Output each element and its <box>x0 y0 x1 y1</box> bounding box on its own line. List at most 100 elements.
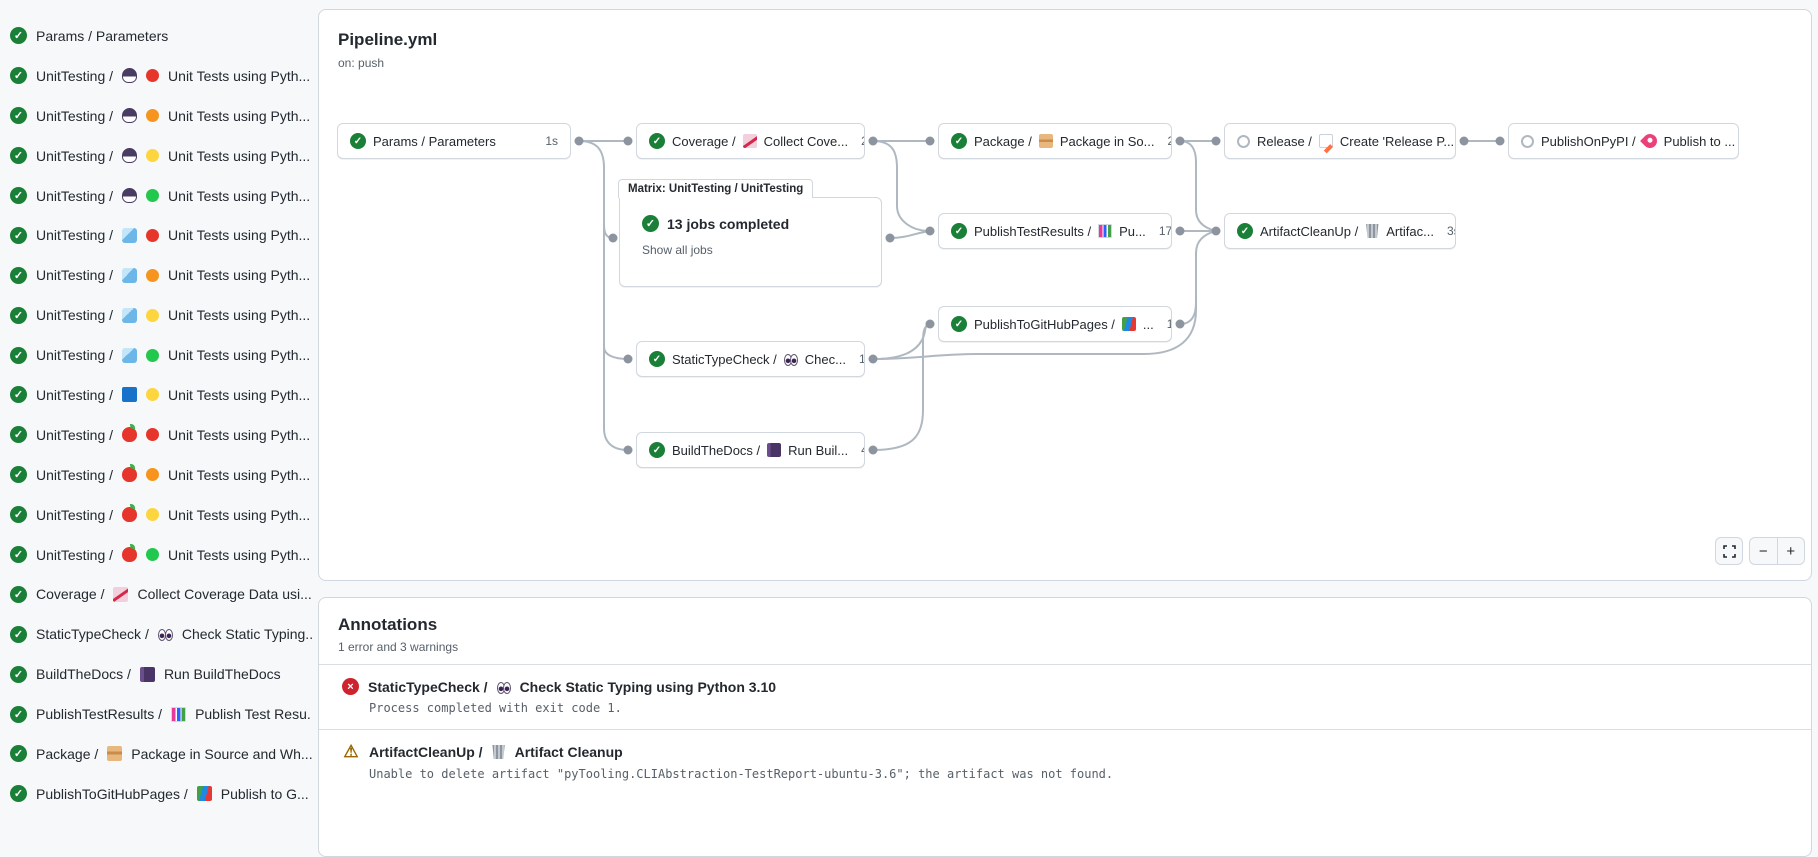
zoom-out-button[interactable]: − <box>1750 538 1778 564</box>
sidebar-job-item[interactable]: ✓UnitTesting /Unit Tests using Pyth... <box>0 335 312 375</box>
graph-node-publishonpypi[interactable]: PublishOnPyPI /Publish to ... <box>1508 123 1739 159</box>
node-duration: 25s <box>1162 134 1172 148</box>
graph-node-package[interactable]: ✓Package /Package in So...25s <box>938 123 1172 159</box>
job-step-label: Unit Tests using Pyth... <box>168 107 311 124</box>
graph-node-publishtestresults[interactable]: ✓PublishTestResults /Pu...17s <box>938 213 1172 249</box>
fullscreen-button[interactable] <box>1715 537 1743 565</box>
node-duration: 13s <box>858 352 865 366</box>
node-step-label: Run Buil... <box>788 442 849 458</box>
sidebar-job-item[interactable]: ✓UnitTesting /Unit Tests using Pyth... <box>0 96 312 136</box>
python-version-dot-icon <box>146 388 160 402</box>
show-all-jobs-link[interactable]: Show all jobs <box>642 243 713 257</box>
sidebar-job-item[interactable]: ✓UnitTesting /Unit Tests using Pyth... <box>0 375 312 415</box>
success-icon: ✓ <box>10 625 27 643</box>
node-duration: 3s <box>1446 224 1455 238</box>
books-icon <box>196 786 212 802</box>
annotation-title-row[interactable]: ⚠ArtifactCleanUp /Artifact Cleanup <box>342 742 1789 761</box>
sidebar-job-item[interactable]: ✓UnitTesting /Unit Tests using Pyth... <box>0 136 312 176</box>
skipped-icon <box>1237 134 1250 148</box>
success-icon: ✓ <box>10 226 27 244</box>
job-name-label: UnitTesting / <box>36 67 114 84</box>
sidebar-job-item[interactable]: ✓ UnitTesting / Unit Tests using Pyth... <box>0 255 312 295</box>
job-name-label: UnitTesting / <box>36 267 114 284</box>
job-name-label: Package / <box>36 745 99 762</box>
skipped-icon <box>1521 134 1534 148</box>
python-version-dot-icon <box>146 548 160 562</box>
sidebar-job-item[interactable]: ✓Params / Parameters <box>0 16 312 56</box>
job-step-label: Unit Tests using Pyth... <box>168 506 311 523</box>
sidebar-job-item[interactable]: ✓PublishTestResults /Publish Test Resu..… <box>0 694 312 734</box>
job-step-label: Unit Tests using Pyth... <box>168 307 311 324</box>
success-icon: ✓ <box>951 133 967 149</box>
sidebar-job-item[interactable]: ✓Package /Package in Source and Wh... <box>0 734 312 774</box>
zoom-in-button[interactable]: + <box>1778 538 1805 564</box>
job-name-label: BuildTheDocs / <box>36 666 131 683</box>
fullscreen-icon <box>1722 544 1736 558</box>
success-icon: ✓ <box>10 147 27 165</box>
error-icon: × <box>342 678 359 695</box>
node-name-label: Release / <box>1257 133 1312 149</box>
success-icon: ✓ <box>10 466 27 484</box>
job-name-label: UnitTesting / <box>36 307 114 324</box>
node-step-label: Chec... <box>804 351 846 367</box>
job-name-label: UnitTesting / <box>36 187 114 204</box>
workflow-trigger: on: push <box>338 56 385 70</box>
sidebar-job-item[interactable]: ✓UnitTesting /Unit Tests using Pyth... <box>0 56 312 96</box>
success-icon: ✓ <box>350 133 366 149</box>
success-icon: ✓ <box>10 785 27 803</box>
sidebar-job-item[interactable]: ✓ UnitTesting / Unit Tests using Pyth... <box>0 415 312 455</box>
success-icon: ✓ <box>649 133 665 149</box>
job-name-label: UnitTesting / <box>36 386 114 403</box>
node-step-label: Artifac... <box>1386 223 1434 239</box>
graph-node-coverage[interactable]: ✓Coverage /Collect Cove...25s <box>636 123 865 159</box>
chart-increasing-icon <box>113 586 129 602</box>
package-icon <box>107 746 123 762</box>
python-version-dot-icon <box>146 228 160 242</box>
success-icon: ✓ <box>10 107 27 125</box>
ice-cube-icon <box>122 307 138 323</box>
graph-node-statictypecheck[interactable]: ✓StaticTypeCheck /Chec...13s <box>636 341 865 377</box>
sidebar-job-item[interactable]: ✓UnitTesting /Unit Tests using Pyth... <box>0 215 312 255</box>
annotation-job-label: ArtifactCleanUp / <box>369 744 483 760</box>
success-icon: ✓ <box>10 426 27 444</box>
annotations-summary: 1 error and 3 warnings <box>338 640 459 654</box>
annotation-message: Unable to delete artifact "pyTooling.CLI… <box>369 767 1114 781</box>
annotation-message: Process completed with exit code 1. <box>369 701 622 715</box>
node-name-label: ArtifactCleanUp / <box>1260 223 1359 239</box>
sidebar-job-item[interactable]: ✓UnitTesting /Unit Tests using Pyth... <box>0 535 312 575</box>
sidebar-job-item[interactable]: ✓UnitTesting /Unit Tests using Pyth... <box>0 495 312 535</box>
sidebar-job-item[interactable]: ✓UnitTesting /Unit Tests using Pyth... <box>0 295 312 335</box>
sidebar-job-item[interactable]: ✓BuildTheDocs /Run BuildTheDocs <box>0 654 312 694</box>
job-name-label: Params / Parameters <box>36 27 169 44</box>
job-step-label: Unit Tests using Pyth... <box>168 267 311 284</box>
success-icon: ✓ <box>10 346 27 364</box>
sidebar-job-item[interactable]: ✓Coverage /Collect Coverage Data usi... <box>0 574 312 614</box>
matrix-summary: 13 jobs completed <box>667 215 790 232</box>
sidebar-job-item[interactable]: ✓UnitTesting /Unit Tests using Pyth... <box>0 176 312 216</box>
job-step-label: Unit Tests using Pyth... <box>168 426 311 443</box>
success-icon: ✓ <box>10 665 27 683</box>
jobs-sidebar: ✓Params / Parameters✓UnitTesting /Unit T… <box>0 0 312 815</box>
job-name-label: UnitTesting / <box>36 426 114 443</box>
eyes-icon <box>783 352 798 366</box>
success-icon: ✓ <box>10 266 27 284</box>
sidebar-job-item[interactable]: ✓UnitTesting /Unit Tests using Pyth... <box>0 455 312 495</box>
graph-node-buildthedocs[interactable]: ✓BuildTheDocs /Run Buil...47s <box>636 432 865 468</box>
graph-node-publishtogithubpages[interactable]: ✓PublishToGitHubPages /...13s <box>938 306 1172 342</box>
graph-node-release[interactable]: Release /Create 'Release P... <box>1224 123 1456 159</box>
sidebar-job-item[interactable]: ✓PublishToGitHubPages /Publish to G... <box>0 774 312 814</box>
apple-icon <box>122 544 138 563</box>
job-step-label: Publish to G... <box>220 785 309 802</box>
graph-node-artifactcleanup[interactable]: ✓ArtifactCleanUp /Artifac...3s <box>1224 213 1456 249</box>
ice-cube-icon <box>122 227 138 243</box>
job-name-label: Coverage / <box>36 586 105 603</box>
sidebar-job-item[interactable]: ✓StaticTypeCheck /Check Static Typing... <box>0 614 312 654</box>
penguin-icon <box>122 108 138 124</box>
notebook-icon <box>139 666 155 682</box>
annotation-title-row[interactable]: ×StaticTypeCheck /Check Static Typing us… <box>342 678 1789 695</box>
node-step-label: Collect Cove... <box>763 133 849 149</box>
python-version-dot-icon <box>146 308 160 322</box>
annotation-item: ×StaticTypeCheck /Check Static Typing us… <box>319 664 1811 729</box>
matrix-group-tab: Matrix: UnitTesting / UnitTesting <box>618 179 814 198</box>
